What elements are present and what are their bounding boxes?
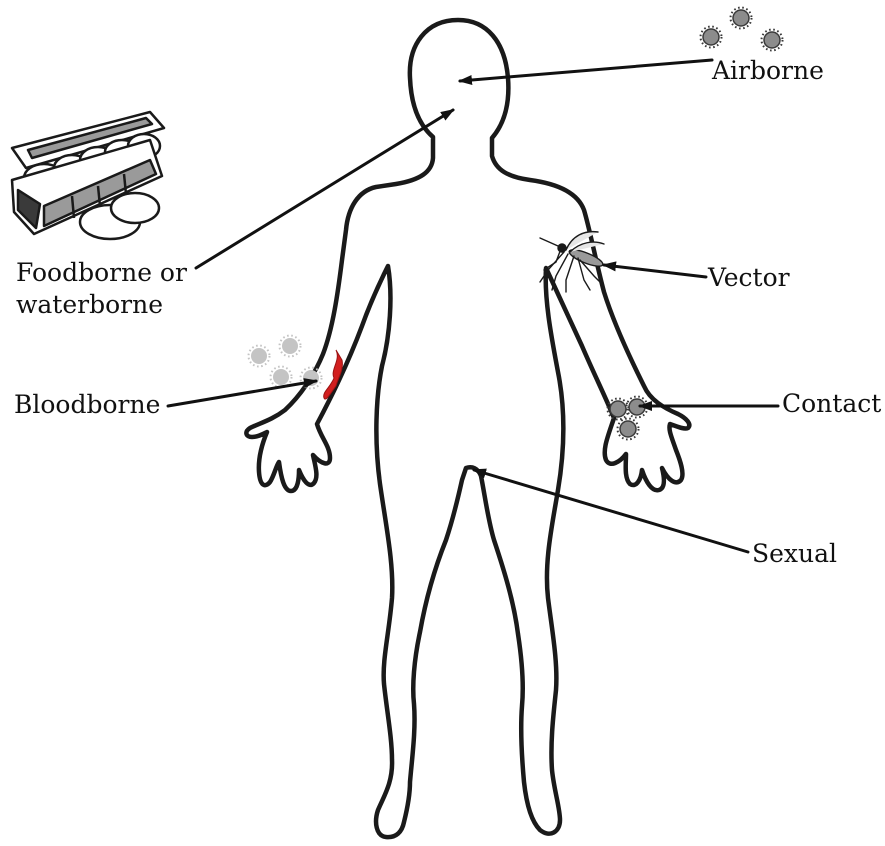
hand-germs-icon bbox=[608, 397, 648, 440]
mosquito-icon bbox=[540, 232, 605, 292]
foodborne-arrow bbox=[196, 110, 453, 268]
foodborne-label: Foodborne or waterborne bbox=[16, 257, 187, 321]
virus-particles-icon bbox=[701, 8, 783, 51]
airborne-arrow bbox=[460, 60, 712, 81]
vector-label: Vector bbox=[708, 262, 790, 294]
sexual-arrow bbox=[474, 470, 748, 552]
sexual-label: Sexual bbox=[752, 538, 837, 570]
airborne-label: Airborne bbox=[712, 55, 824, 87]
contact-label: Contact bbox=[782, 388, 881, 420]
vector-arrow bbox=[604, 265, 706, 277]
egg-carton-icon bbox=[12, 112, 164, 239]
bloodborne-label: Bloodborne bbox=[14, 389, 160, 421]
